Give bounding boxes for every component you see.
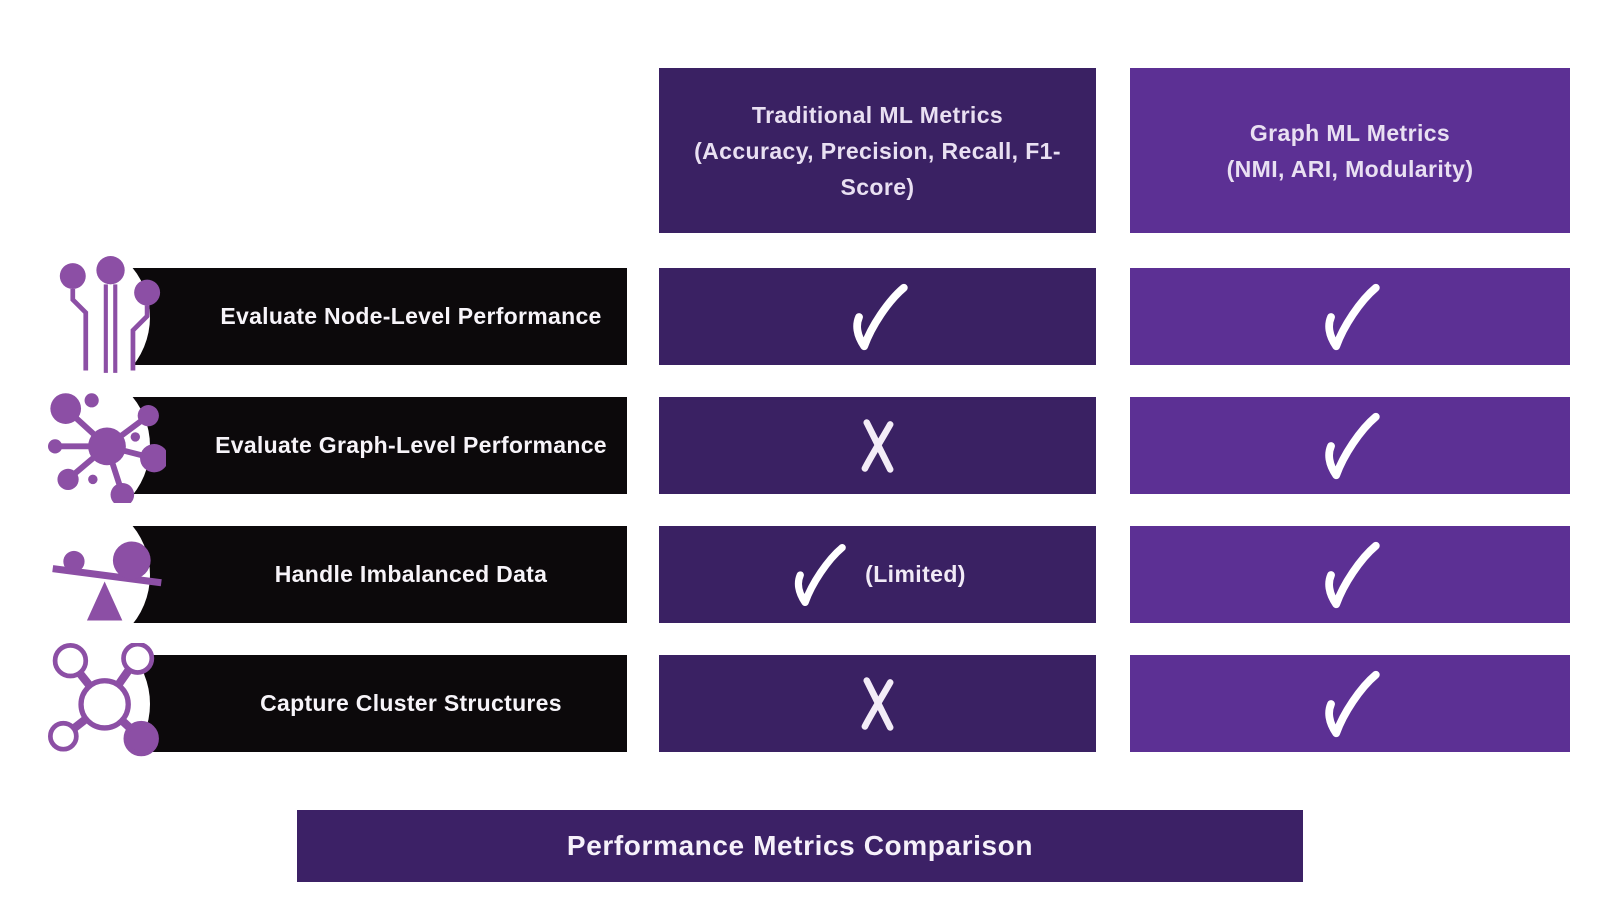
row-bar-node-level: Evaluate Node-Level Performance [0,238,627,395]
node-pins-icon [48,256,166,374]
check-icon [1319,538,1381,612]
cell-traditional-imbalanced: (Limited) [659,526,1096,623]
check-icon [1319,280,1381,354]
cell-traditional-node-level [659,268,1096,365]
check-icon [789,540,847,610]
check-icon [1319,667,1381,741]
cell-graph-imbalanced [1130,526,1570,623]
row-bar-graph-level: Evaluate Graph-Level Performance [0,367,627,524]
footer-title-bar: Performance Metrics Comparison [297,810,1303,882]
cross-icon [854,416,902,476]
cell-graph-cluster [1130,655,1570,752]
column-header-title: Traditional ML Metrics [751,101,1004,128]
cell-graph-node-level [1130,268,1570,365]
row-label: Capture Cluster Structures [260,690,562,716]
page-title: Performance Metrics Comparison [566,830,1034,861]
row-label: Evaluate Graph-Level Performance [215,432,607,458]
imbalance-scale-icon [48,532,166,650]
row-bar-cluster-structures: Capture Cluster Structures [0,625,627,782]
column-header-traditional-ml: Traditional ML Metrics (Accuracy, Precis… [659,68,1096,233]
cell-traditional-cluster [659,655,1096,752]
cell-graph-graph-level [1130,397,1570,494]
check-icon [847,280,909,354]
row-label: Handle Imbalanced Data [274,561,548,587]
column-header-title: Graph ML Metrics [1249,119,1451,146]
cell-traditional-graph-level [659,397,1096,494]
network-graph-icon [48,385,166,503]
column-header-graph-ml: Graph ML Metrics (NMI, ARI, Modularity) [1130,68,1570,233]
row-label: Evaluate Node-Level Performance [220,303,602,329]
check-icon [1319,409,1381,483]
row-bar-imbalanced-data: Handle Imbalanced Data [0,496,627,653]
column-header-subtitle: (NMI, ARI, Modularity) [1226,155,1474,182]
cluster-nodes-icon [48,643,166,761]
cross-icon [854,674,902,734]
column-header-subtitle: (Accuracy, Precision, Recall, F1-Score) [694,137,1061,200]
cell-note: (Limited) [865,561,966,587]
